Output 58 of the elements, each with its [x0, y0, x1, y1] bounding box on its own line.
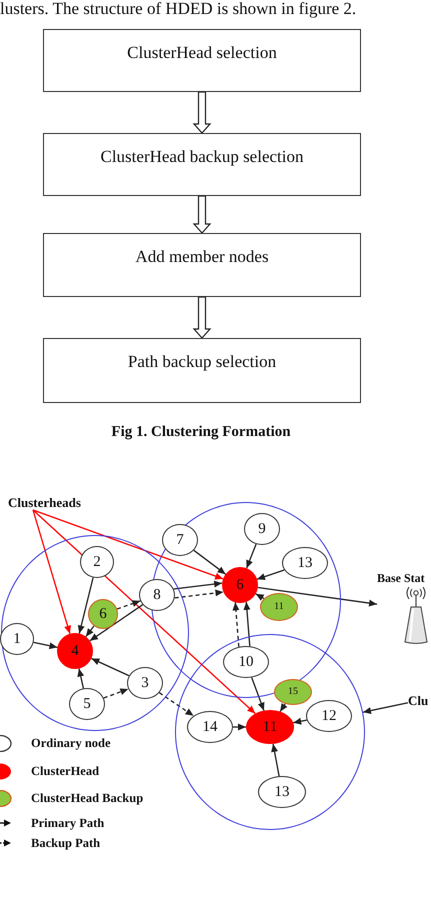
arrow [271, 744, 280, 776]
block-arrow [192, 296, 212, 339]
dashed-arrow [116, 600, 141, 610]
backup-head-node: 11 [260, 593, 298, 621]
leader-arrow [32, 510, 71, 634]
arrow [243, 602, 250, 646]
ordinary-node: 9 [244, 513, 280, 545]
arrow [280, 703, 288, 712]
annotation-label: Clu [408, 693, 428, 708]
ordinary-node: 3 [127, 667, 163, 699]
ordinary-node: 13 [282, 547, 328, 579]
legend-label: Ordinary node [31, 736, 111, 751]
backup-head-node: 6 [88, 599, 118, 629]
annotation-label: Clusterheads [8, 495, 81, 510]
process-box: ClusterHead backup selection [43, 133, 361, 196]
leader-arrow [32, 510, 256, 714]
legend-label: Primary Path [31, 816, 104, 831]
ordinary-node: 2 [80, 546, 114, 578]
arrow [91, 658, 130, 676]
dashed-arrow [232, 602, 240, 647]
arrow [293, 718, 307, 725]
arrow [85, 626, 94, 637]
station-label: Base Stat [377, 571, 425, 586]
process-box: Add member nodes [43, 233, 361, 297]
arrow [258, 586, 378, 607]
arrow [90, 604, 144, 642]
arrow [193, 550, 226, 575]
cluster-head-node: 11 [246, 710, 294, 744]
arrow [174, 580, 222, 590]
leader-arrow [362, 702, 408, 714]
arrow [33, 642, 58, 650]
ordinary-node: 5 [69, 688, 105, 720]
arrow [78, 577, 94, 634]
figure-caption: Fig 1. Clustering Formation [111, 424, 291, 441]
process-box: ClusterHead selection [43, 29, 361, 92]
ordinary-node: 14 [187, 711, 233, 743]
process-box: Path backup selection [43, 338, 361, 403]
leader-arrow [32, 509, 224, 580]
dashed-arrow [158, 692, 194, 716]
arrow [255, 593, 264, 601]
dashed-arrow [103, 688, 129, 699]
arrow [256, 569, 284, 580]
cluster-head-node: 4 [57, 633, 93, 669]
legend-label: ClusterHead [31, 764, 100, 779]
block-arrow [192, 195, 212, 234]
body-text: lusters. The structure of HDED is shown in figure 2. [0, 0, 356, 18]
legend-label: ClusterHead Backup [31, 791, 144, 806]
arrow [77, 668, 84, 688]
arrow [246, 544, 257, 568]
arrow [251, 677, 264, 711]
ordinary-node: 13 [258, 776, 306, 808]
ordinary-node: 10 [223, 646, 269, 678]
legend-label: Backup Path [31, 836, 100, 851]
arrow [233, 724, 246, 730]
block-arrow [192, 91, 212, 134]
ordinary-node: 12 [306, 700, 352, 732]
dashed-arrow [174, 590, 224, 599]
cluster-head-node: 6 [222, 567, 258, 603]
